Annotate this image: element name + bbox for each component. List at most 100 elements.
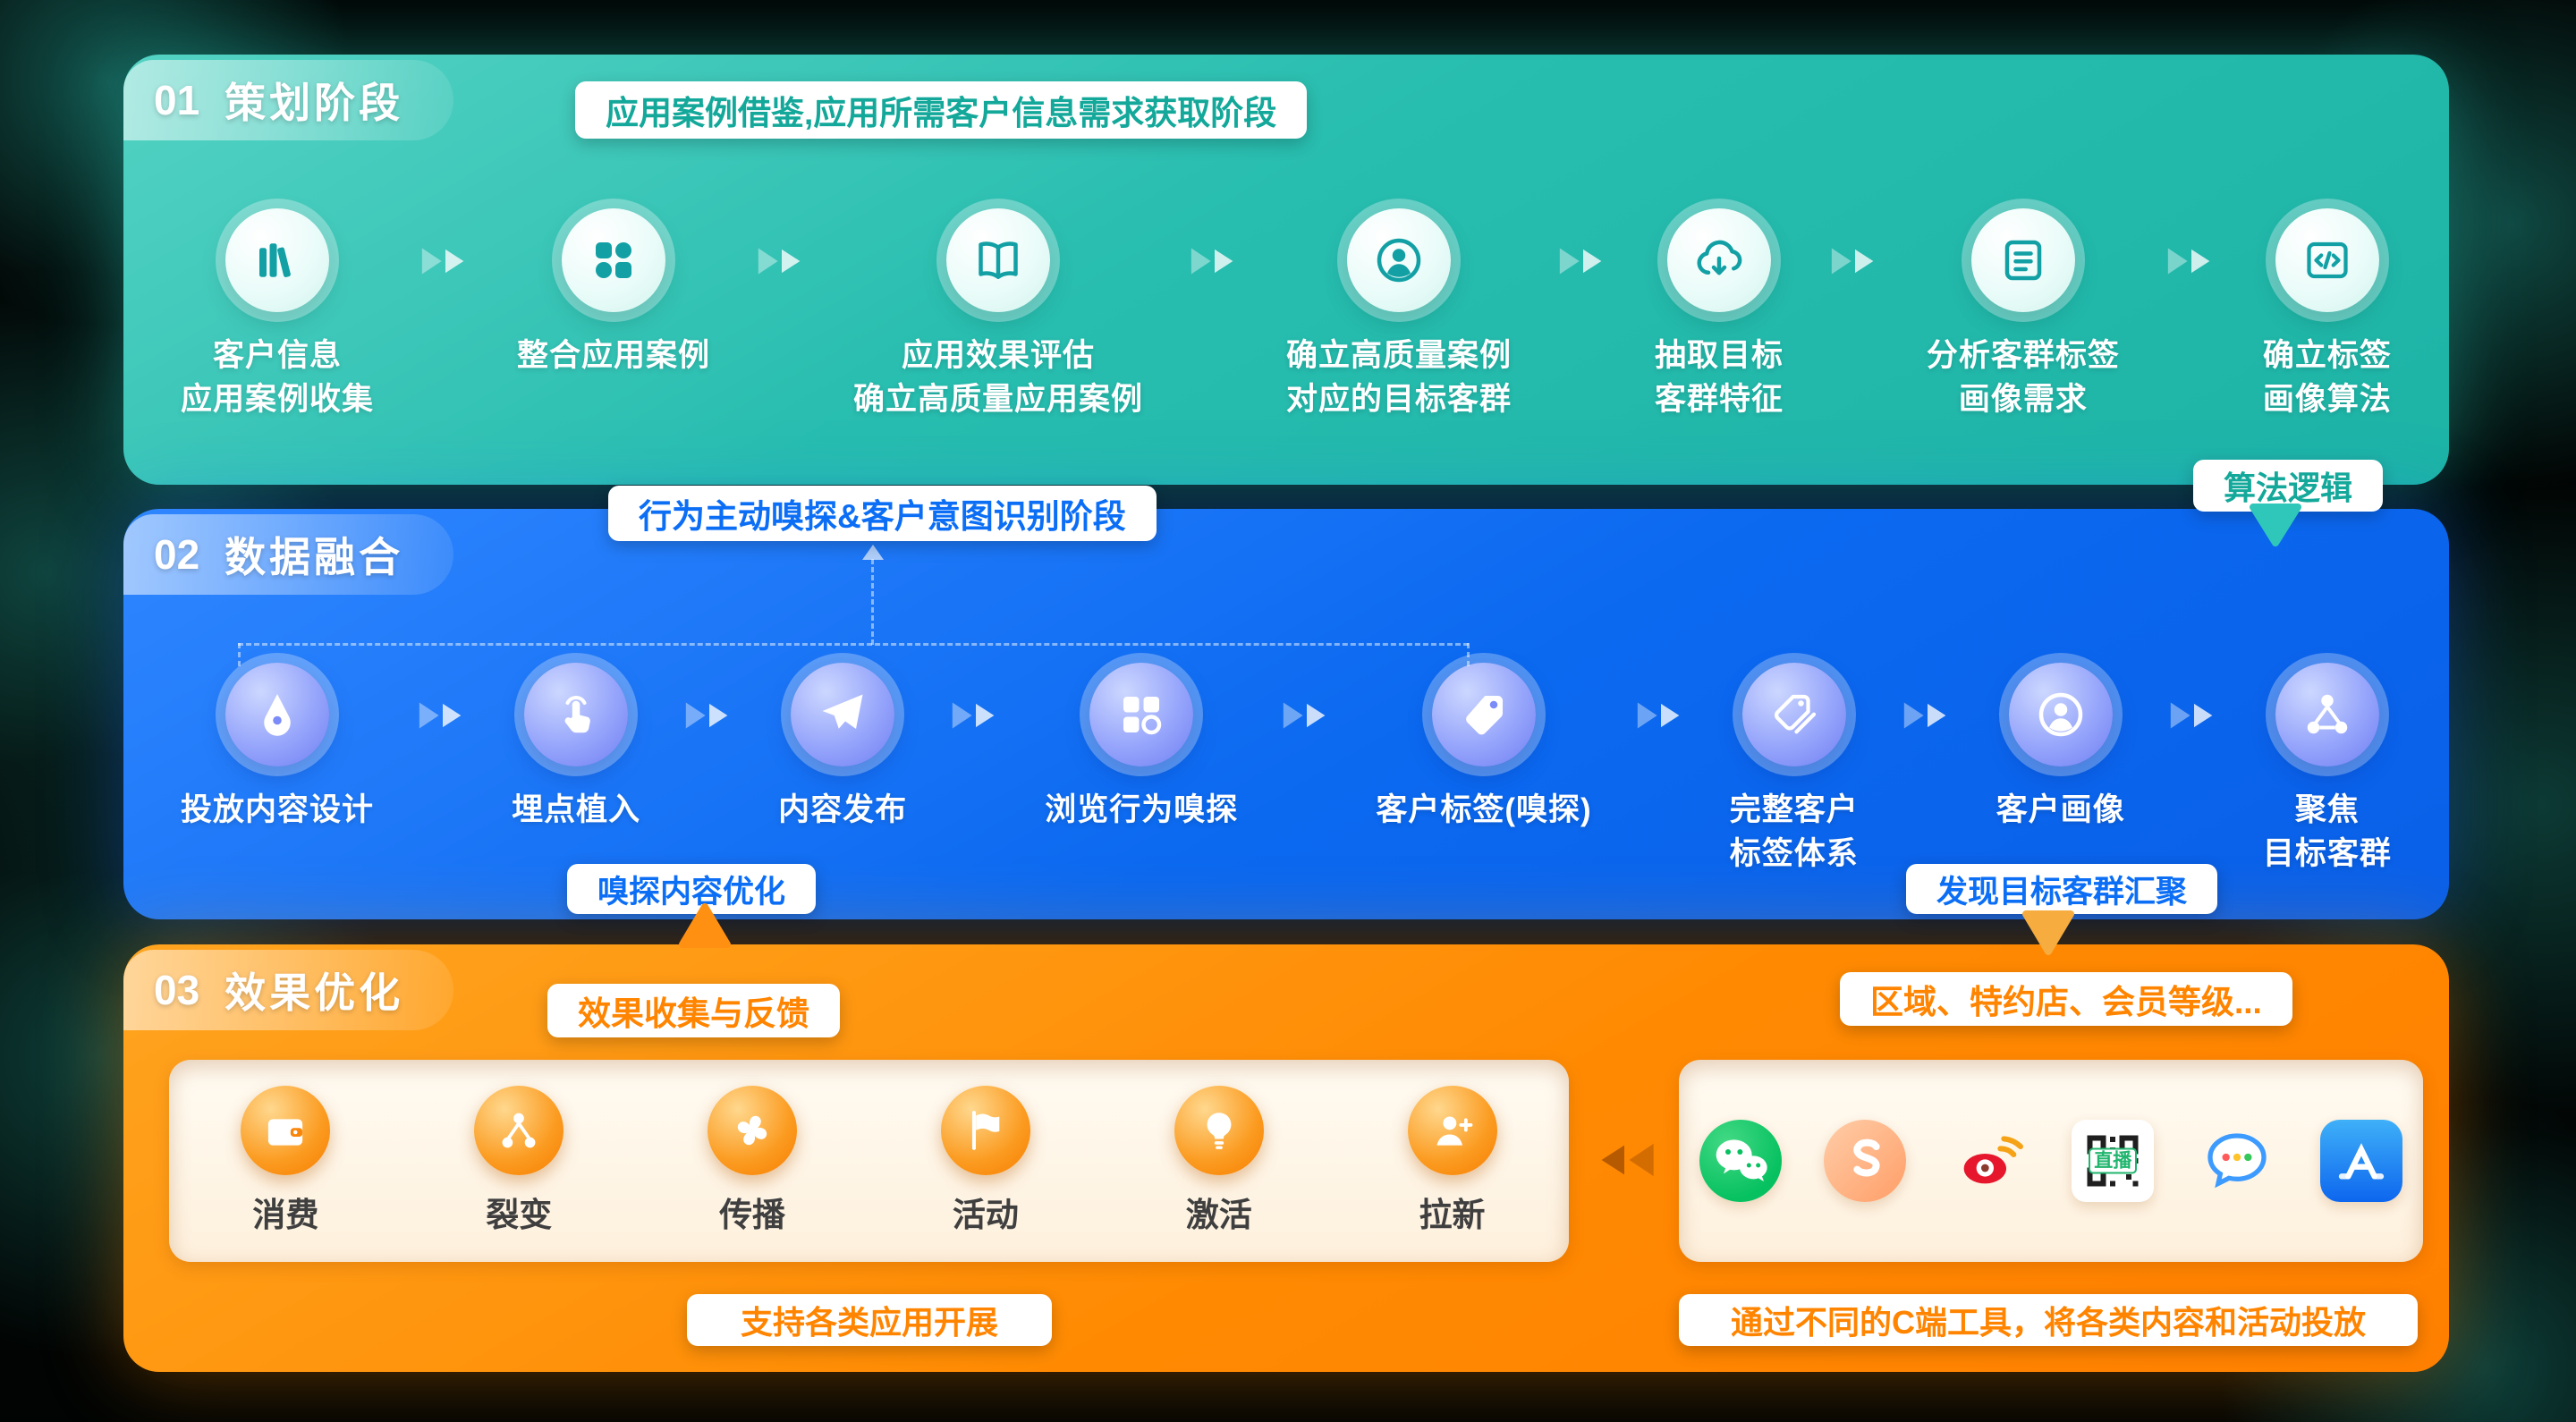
tools-desc-chip: 通过不同的C端工具，将各类内容和活动投放: [1679, 1294, 2418, 1346]
phase-1-banner: 应用案例借鉴,应用所需客户信息需求获取阶段: [575, 81, 1308, 139]
arrow-right-icon: [1899, 698, 1956, 737]
profile-icon: [2008, 663, 2113, 766]
modules-icon: [561, 208, 665, 312]
step-label: 确立标签 画像算法: [2262, 338, 2392, 417]
arrow-down-icon: [2247, 503, 2304, 549]
browse-scan-icon: [1089, 663, 1194, 766]
live-qr-icon: 直播: [2072, 1120, 2155, 1202]
dashed-connector: [871, 559, 874, 645]
focus-network-icon: [2275, 663, 2379, 766]
phase-number: 02: [154, 531, 200, 578]
activity-item: 激活: [1174, 1086, 1264, 1236]
step: 客户信息 应用案例收集: [181, 208, 374, 421]
arrow-right-icon: [417, 244, 474, 283]
arrow-right-icon: [681, 698, 738, 737]
arrow-right-icon: [414, 698, 471, 737]
phase-number: 01: [154, 77, 200, 123]
customer-icon: [1346, 208, 1451, 312]
activity-label: 激活: [1185, 1197, 1252, 1233]
step-label: 整合应用案例: [516, 338, 710, 373]
phase-title: 策划阶段: [225, 80, 404, 126]
wechat-icon: [1699, 1120, 1783, 1202]
algorithm-logic-chip: 算法逻辑: [2193, 460, 2384, 512]
arrow-up-icon: [676, 901, 733, 950]
books-icon: [225, 208, 329, 312]
feedback-chip: 效果收集与反馈: [547, 984, 840, 1037]
s-curve-app-icon: [1823, 1120, 1906, 1202]
wallet-icon: [241, 1086, 331, 1175]
phase-2-steps-row: 投放内容设计 埋点植入 内容发布 浏览行为嗅探: [181, 663, 2392, 876]
bulb-icon: [1174, 1086, 1264, 1175]
step: 分析客群标签 画像需求: [1927, 208, 2120, 421]
arrow-right-icon: [947, 698, 1004, 737]
step: 应用效果评估 确立高质量应用案例: [853, 208, 1143, 421]
phase-3-chip: 03 效果优化: [123, 950, 454, 1030]
phase-number: 03: [154, 967, 200, 1013]
step: 客户标签(嗅探): [1376, 663, 1591, 832]
dashed-connector: [1467, 643, 1470, 666]
arrow-right-icon: [1186, 244, 1243, 283]
pen-icon: [225, 663, 329, 766]
step: 埋点植入: [512, 663, 640, 832]
step: 客户画像: [1996, 663, 2125, 832]
open-book-icon: [945, 208, 1050, 312]
step: 浏览行为嗅探: [1045, 663, 1238, 832]
cloud-extract-icon: [1666, 208, 1771, 312]
apps-support-chip: 支持各类应用开展: [687, 1294, 1052, 1346]
activity-label: 消费: [252, 1197, 319, 1233]
arrow-down-icon: [2020, 909, 2077, 957]
arrow-right-icon: [1278, 698, 1335, 737]
flag-icon: [940, 1086, 1030, 1175]
tap-icon: [524, 663, 629, 766]
step-label: 聚焦 目标客群: [2262, 792, 2392, 871]
arrow-right-icon: [1555, 244, 1612, 283]
step: 整合应用案例: [517, 208, 710, 377]
phase-1-steps-row: 客户信息 应用案例收集 整合应用案例 应用效果评估 确立高质量应用案例: [181, 208, 2392, 421]
target-converge-chip: 发现目标客群汇聚: [1906, 864, 2218, 914]
step: 确立高质量案例 对应的目标客群: [1286, 208, 1512, 421]
activity-item: 裂变: [474, 1086, 564, 1236]
step: 抽取目标 客群特征: [1655, 208, 1784, 421]
phase-3-band: 03 效果优化 效果收集与反馈 区域、特约店、会员等级... 消费 裂变: [123, 944, 2449, 1372]
step: 聚焦 目标客群: [2263, 663, 2392, 876]
spread-icon: [708, 1086, 798, 1175]
send-icon: [791, 663, 895, 766]
arrow-right-icon: [753, 244, 810, 283]
sniff-optimize-chip: 嗅探内容优化: [567, 864, 817, 914]
dashed-connector: [238, 643, 241, 666]
activity-label: 活动: [952, 1197, 1019, 1233]
activity-label: 传播: [719, 1197, 786, 1233]
arrow-right-icon: [2163, 244, 2220, 283]
weibo-icon: [1948, 1120, 2030, 1202]
arrow-left-icon: [1589, 1138, 1660, 1182]
tools-panel: 直播: [1679, 1060, 2423, 1262]
segments-chip: 区域、特约店、会员等级...: [1840, 972, 2292, 1026]
step-label: 客户信息 应用案例收集: [181, 338, 375, 417]
step: 投放内容设计: [181, 663, 374, 832]
step-label: 内容发布: [778, 792, 908, 827]
activity-item: 消费: [241, 1086, 331, 1236]
step-label: 确立高质量案例 对应的目标客群: [1285, 338, 1512, 417]
chat-app-icon: [2196, 1120, 2278, 1202]
fission-icon: [474, 1086, 564, 1175]
live-qr-label: 直播: [2089, 1147, 2138, 1174]
step: 确立标签 画像算法: [2263, 208, 2392, 421]
phase-title: 数据融合: [225, 534, 404, 580]
arrow-right-icon: [1632, 698, 1690, 737]
step-label: 应用效果评估 确立高质量应用案例: [852, 338, 1143, 417]
activities-panel: 消费 裂变 传播 活动: [169, 1060, 1569, 1262]
step-label: 抽取目标 客群特征: [1654, 338, 1784, 417]
activity-label: 拉新: [1419, 1197, 1486, 1233]
phase-1-chip: 01 策划阶段: [123, 60, 454, 140]
phase-2-chip: 02 数据融合: [123, 514, 454, 595]
doc-analysis-icon: [1970, 208, 2075, 312]
algorithm-code-icon: [2275, 208, 2379, 312]
phase-title: 效果优化: [225, 969, 404, 1016]
activity-item: 拉新: [1407, 1086, 1497, 1236]
activity-label: 裂变: [486, 1197, 553, 1233]
phase-2-band: 02 数据融合 行为主动嗅探&客户意图识别阶段 投放内容设计 埋点植入: [123, 486, 2449, 919]
phase-2-banner: 行为主动嗅探&客户意图识别阶段: [608, 486, 1157, 541]
step: 内容发布: [778, 663, 907, 832]
step-label: 完整客户 标签体系: [1729, 792, 1859, 871]
